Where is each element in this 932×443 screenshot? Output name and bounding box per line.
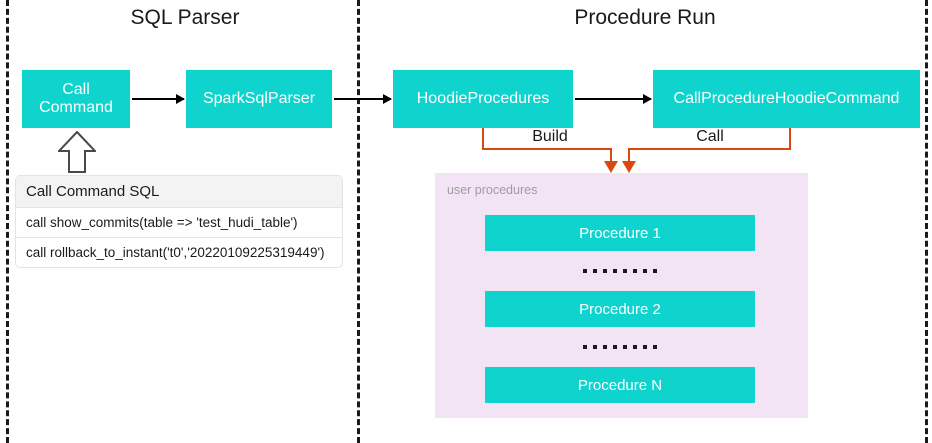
list-item[interactable]: Procedure 1 xyxy=(485,215,755,251)
section-title-procedure-run: Procedure Run xyxy=(574,6,716,29)
call-connector-bar xyxy=(628,148,791,150)
ellipsis-separator xyxy=(485,327,755,367)
build-connector-stem xyxy=(482,128,484,150)
dot xyxy=(593,345,597,349)
connector-label-call: Call xyxy=(696,128,724,145)
user-procedures-panel: user procedures Procedure 1 Procedure 2 … xyxy=(435,173,808,418)
call-connector-stem xyxy=(789,128,791,150)
dot xyxy=(643,345,647,349)
dot xyxy=(613,269,617,273)
dot xyxy=(623,269,627,273)
call-arrowhead-icon xyxy=(622,161,636,173)
section-title-sql-parser: SQL Parser xyxy=(130,6,240,29)
node-call-command-line2: Command xyxy=(39,99,113,116)
section-divider-right xyxy=(925,0,928,443)
dot xyxy=(643,269,647,273)
dot xyxy=(653,345,657,349)
node-call-procedure-hoodie-command[interactable]: CallProcedureHoodieCommand xyxy=(653,70,920,128)
dot xyxy=(603,269,607,273)
table-row: call rollback_to_instant('t0','202201092… xyxy=(26,245,325,260)
dot xyxy=(653,269,657,273)
table-row: call show_commits(table => 'test_hudi_ta… xyxy=(16,208,342,238)
dot xyxy=(613,345,617,349)
list-item[interactable]: Procedure N xyxy=(485,367,755,403)
list-item[interactable]: Procedure 2 xyxy=(485,291,755,327)
dot xyxy=(633,269,637,273)
arrow-hoodie-procedures-to-call-procedure-hoodie-command xyxy=(575,94,652,104)
node-hoodie-procedures[interactable]: HoodieProcedures xyxy=(393,70,573,128)
hollow-up-arrow-icon xyxy=(58,131,96,173)
dot xyxy=(623,345,627,349)
ellipsis-separator xyxy=(485,251,755,291)
user-procedures-label: user procedures xyxy=(447,183,538,197)
build-arrowhead-icon xyxy=(604,161,618,173)
call-connector-drop xyxy=(628,148,630,164)
section-divider-middle xyxy=(357,0,360,443)
connector-label-build: Build xyxy=(532,128,568,145)
dot xyxy=(603,345,607,349)
node-spark-sql-parser[interactable]: SparkSqlParser xyxy=(186,70,332,128)
call-command-sql-table: Call Command SQL call show_commits(table… xyxy=(16,176,342,267)
arrow-call-command-to-spark-sql-parser xyxy=(132,94,185,104)
dot xyxy=(633,345,637,349)
sql-table-header: Call Command SQL xyxy=(16,176,342,208)
section-divider-left xyxy=(6,0,9,443)
build-connector-bar xyxy=(482,148,612,150)
node-call-command-line1: Call xyxy=(62,80,90,98)
build-connector-drop xyxy=(610,148,612,164)
arrow-spark-sql-parser-to-hoodie-procedures xyxy=(334,94,392,104)
dot xyxy=(583,345,587,349)
node-call-command[interactable]: Call Command xyxy=(22,70,130,128)
dot xyxy=(593,269,597,273)
dot xyxy=(583,269,587,273)
